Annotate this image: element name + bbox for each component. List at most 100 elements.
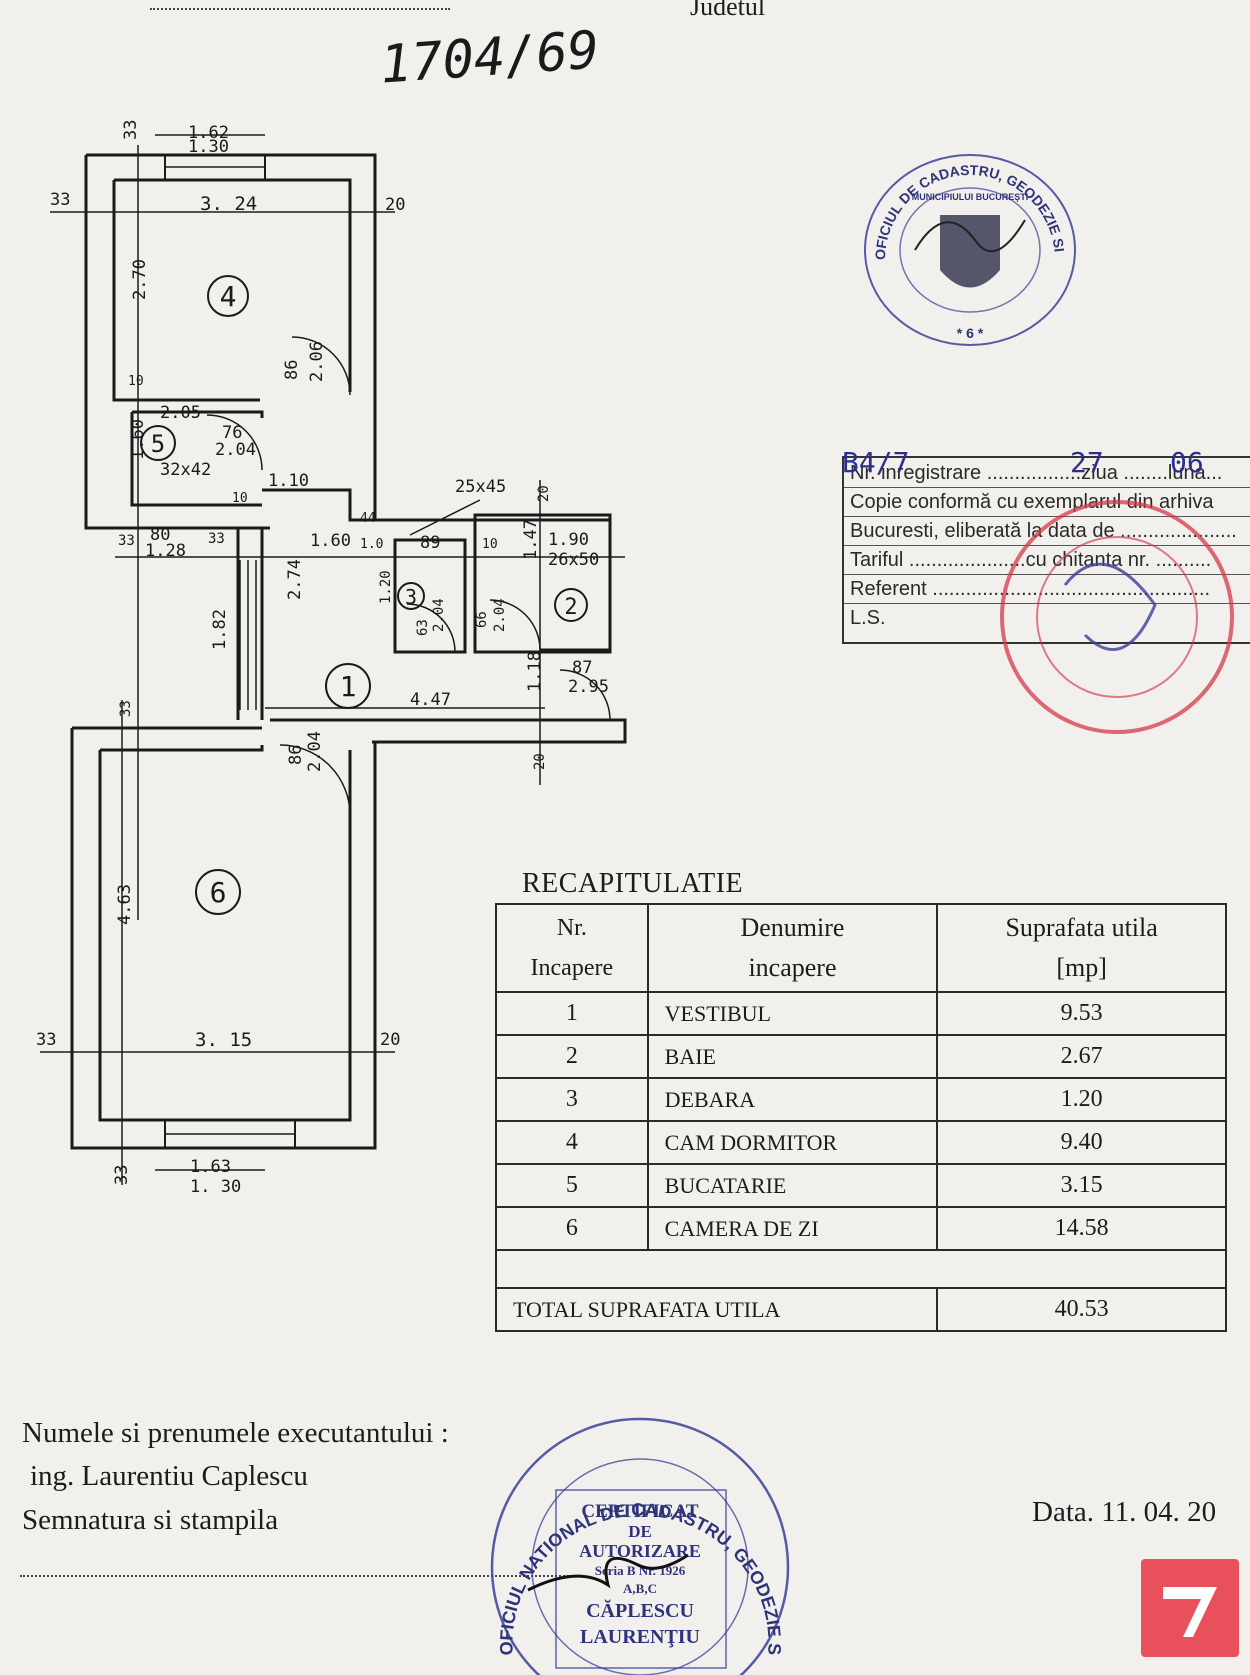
dim-2-74: 2.74 (285, 559, 305, 600)
dim-1-20: 1.20 (378, 570, 394, 604)
date-label: Data. 11. 04. 20 (1032, 1496, 1217, 1528)
signature-label: Semnatura si stampila (22, 1504, 279, 1536)
room-label-2: 2 (564, 595, 577, 620)
empty-row (495, 1249, 1227, 1289)
stamp-bottom-line6: CĂPLESCU (586, 1598, 694, 1622)
dim-4-63: 4.63 (115, 884, 135, 925)
stamp-bottom-line1: CERTIFICAT (581, 1501, 699, 1522)
reg-row-4: Tariful .....................cu chitanta… (850, 549, 1212, 571)
room-label-6: 6 (210, 876, 227, 909)
dim-1-30-bottom: 1. 30 (190, 1177, 241, 1197)
reg-handwritten-month: 06 (1170, 446, 1204, 479)
row-nr: 4 (495, 1120, 649, 1165)
table-row: 1 VESTIBUL 9.53 (495, 991, 1227, 1036)
row-name: VESTIBUL (646, 991, 939, 1036)
dim-2-06: 2.06 (307, 341, 327, 382)
dim-33-b: 33 (50, 190, 70, 210)
empty-cell (495, 1249, 1227, 1289)
reg-row-6: L.S. (850, 607, 886, 629)
dim-63: 63 (415, 619, 431, 636)
table-row: 2 BAIE 2.67 (495, 1034, 1227, 1079)
total-value: 40.53 (936, 1287, 1227, 1332)
floor-plan: 4 5 1 3 2 6 1.62 1.30 33 33 3. 24 20 2.7… (36, 120, 627, 1197)
registration-box: Nr. inregistrare .................ziua .… (842, 456, 1250, 644)
dim-20-b: 20 (536, 485, 552, 502)
dim-26x50: 26x50 (548, 550, 599, 570)
brand-logo-icon (1141, 1559, 1239, 1657)
dim-66: 66 (474, 611, 490, 628)
dim-33-f: 33 (36, 1030, 56, 1050)
dim-1-60-a: 1.60 (128, 419, 148, 460)
recap-table: Nr. Incapere Denumire incapere Suprafata… (494, 903, 1227, 1332)
dim-2-70: 2.70 (130, 259, 150, 300)
dim-33-e: 33 (118, 700, 134, 717)
stamp-bottom-line5: A,B,C (623, 1581, 657, 1596)
judet-label: Judetul (690, 0, 766, 21)
dim-10-b: 10 (232, 491, 248, 506)
dim-33-a: 33 (121, 120, 141, 140)
dim-1-47: 1.47 (521, 519, 541, 560)
stamp-bottom-line3: AUTORIZARE (579, 1541, 701, 1561)
dim-10-a: 10 (128, 374, 144, 389)
dim-1-18: 1.18 (525, 651, 545, 692)
row-name: BAIE (646, 1034, 939, 1079)
recap-title: RECAPITULATIE (522, 868, 744, 899)
dim-2-95: 2.95 (568, 677, 609, 697)
header-area-line2: [mp] (1056, 953, 1107, 982)
dim-3-24: 3. 24 (200, 193, 257, 215)
dim-2-05: 2.05 (160, 403, 201, 423)
dim-89: 89 (420, 533, 440, 553)
row-name: CAM DORMITOR (646, 1120, 939, 1165)
dim-86-a: 86 (282, 360, 302, 380)
dim-20-a: 20 (385, 195, 405, 215)
header-name-line2: incapere (748, 953, 837, 982)
stamp-top-inner-text: MUNICIPIULUI BUCUREŞTI (912, 192, 1029, 202)
dim-1-60-b: 1.60 (310, 531, 351, 551)
table-row: 6 CAMERA DE ZI 14.58 (495, 1206, 1227, 1251)
dim-76: 76 (222, 423, 242, 443)
reg-row-2: Copie conformă cu exemplarul din arhiva (850, 491, 1214, 513)
dim-44: 44 (360, 511, 376, 526)
certificate-stamp-bottom: OFICIUL NATIONAL DE CADASTRU, GEODEZIE S… (488, 1415, 790, 1675)
header-area: Suprafata utila [mp] (936, 903, 1227, 993)
table-row: 4 CAM DORMITOR 9.40 (495, 1120, 1227, 1165)
row-area: 14.58 (936, 1206, 1227, 1251)
row-name: BUCATARIE (646, 1163, 939, 1208)
dim-1-28: 1.28 (145, 541, 186, 561)
dim-1-0: 1.0 (360, 537, 383, 552)
dim-32x42: 32x42 (160, 460, 211, 480)
row-area: 9.40 (936, 1120, 1227, 1165)
dim-86-b: 86 (286, 745, 306, 765)
header-dotted-line (150, 8, 450, 10)
signature-top (914, 219, 1026, 253)
dim-10-c: 10 (482, 537, 498, 552)
header-name: Denumire incapere (646, 903, 939, 993)
header-nr-line2: Incapere (530, 955, 614, 981)
dim-2-04-c: 2.04 (492, 598, 508, 632)
header-nr-line1: Nr. (556, 915, 587, 941)
dim-2-04-d: 2.04 (305, 731, 325, 772)
executant-name: ing. Laurentiu Caplescu (30, 1460, 308, 1492)
row-nr: 5 (495, 1163, 649, 1208)
dim-2-04-b: 2.04 (431, 598, 447, 632)
dim-20-d: 20 (380, 1030, 400, 1050)
dim-4-47: 4.47 (410, 690, 451, 710)
header-name-line1: Denumire (740, 913, 845, 942)
dim-1-30-top: 1.30 (188, 137, 229, 157)
row-area: 3.15 (936, 1163, 1227, 1208)
row-nr: 3 (495, 1077, 649, 1122)
row-area: 1.20 (936, 1077, 1227, 1122)
row-nr: 6 (495, 1206, 649, 1251)
row-name: CAMERA DE ZI (646, 1206, 939, 1251)
dim-33-g: 33 (112, 1165, 132, 1185)
reg-row-1: Nr. inregistrare .................ziua .… (850, 462, 1223, 484)
dim-33-d: 33 (208, 531, 225, 547)
dim-3-15: 3. 15 (195, 1029, 252, 1051)
reg-handwritten-day: 27 (1070, 446, 1104, 479)
stamp-bottom-line7: LAURENŢIU (580, 1626, 700, 1648)
dim-1-90: 1.90 (548, 530, 589, 550)
dim-1-82: 1.82 (210, 609, 230, 650)
dim-2-04-a: 2.04 (215, 440, 256, 460)
recap-header-row: Nr. Incapere Denumire incapere Suprafata… (495, 903, 1227, 993)
dim-25x45: 25x45 (455, 477, 506, 497)
